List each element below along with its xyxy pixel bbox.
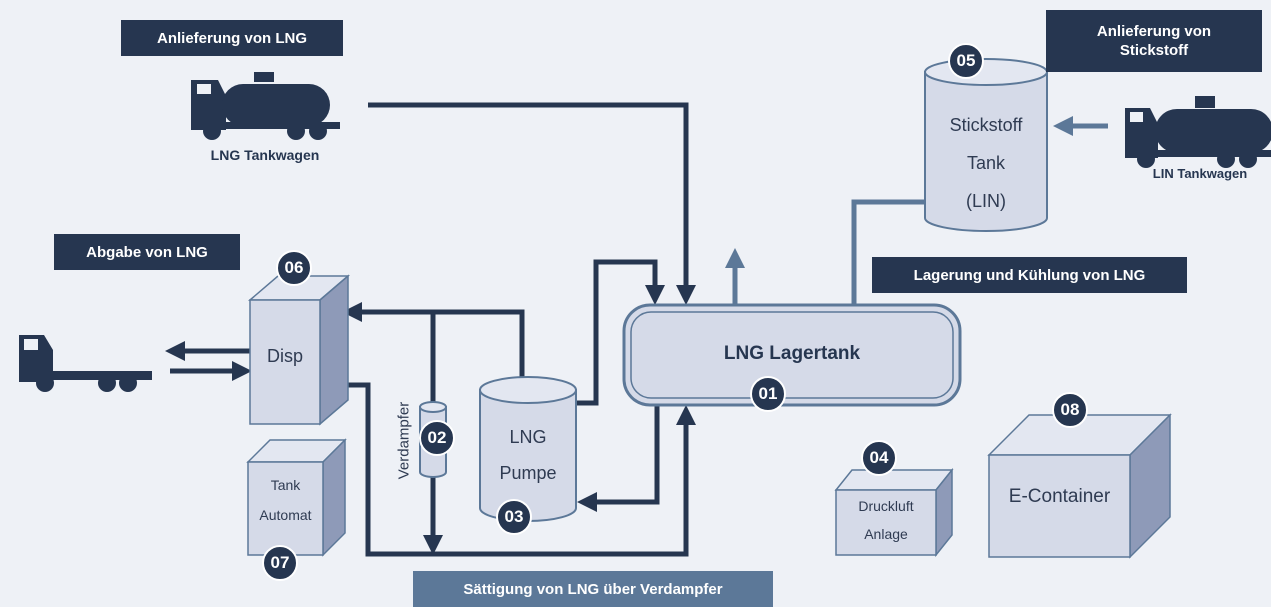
badge-02: 02 bbox=[419, 420, 455, 456]
tank-automat-text: Tank Automat bbox=[248, 470, 323, 530]
nitrogen-tank-line1: Stickstoff bbox=[949, 115, 1023, 135]
dispenser-label: Disp bbox=[266, 346, 303, 366]
e-container-box bbox=[987, 413, 1172, 559]
lng-storage-tank bbox=[622, 303, 962, 407]
lng-pump bbox=[479, 376, 577, 522]
pump-text: LNG Pumpe bbox=[480, 419, 576, 491]
flow-lng-truck-to-tank bbox=[368, 102, 696, 305]
lng-truck-caption: LNG Tankwagen bbox=[210, 147, 320, 163]
nitrogen-tank-text: Stickstoff Tank (LIN) bbox=[925, 106, 1047, 220]
compressed-air-line1: Druckluft bbox=[858, 498, 914, 514]
pump-line2: Pumpe bbox=[499, 463, 557, 483]
flow-pump-to-dispenser bbox=[342, 302, 525, 378]
vaporizer-label: Verdampfer bbox=[395, 401, 413, 480]
nitrogen-tank bbox=[924, 58, 1048, 232]
delivery-lng-banner: Anlieferung von LNG bbox=[121, 20, 343, 56]
dispense-lng-banner: Abgabe von LNG bbox=[54, 234, 240, 270]
e-container-label: E-Container bbox=[1008, 486, 1111, 507]
lin-tanker-truck-icon bbox=[1125, 96, 1271, 168]
badge-06: 06 bbox=[276, 250, 312, 286]
tank-automat-line1: Tank bbox=[270, 477, 301, 493]
badge-08: 08 bbox=[1052, 392, 1088, 428]
badge-01: 01 bbox=[750, 376, 786, 412]
lin-truck-caption: LIN Tankwagen bbox=[1152, 166, 1248, 181]
flow-tank-to-pump bbox=[577, 398, 660, 512]
flatbed-truck-icon bbox=[19, 335, 152, 392]
badge-05: 05 bbox=[948, 43, 984, 79]
compressed-air-text: Druckluft Anlage bbox=[836, 492, 936, 548]
tank-automat-line2: Automat bbox=[259, 507, 312, 523]
badge-03: 03 bbox=[496, 499, 532, 535]
storage-tank-label: LNG Lagertank bbox=[723, 343, 861, 364]
badge-07: 07 bbox=[262, 545, 298, 581]
nitrogen-tank-line3: (LIN) bbox=[966, 191, 1006, 211]
delivery-nitrogen-banner: Anlieferung von Stickstoff bbox=[1046, 10, 1262, 72]
nitrogen-tank-line2: Tank bbox=[966, 153, 1006, 173]
badge-04: 04 bbox=[861, 440, 897, 476]
flow-pump-to-tank bbox=[575, 259, 665, 406]
tank-automat-box bbox=[246, 438, 347, 557]
pump-line1: LNG bbox=[509, 427, 547, 447]
storage-cooling-banner: Lagerung und Kühlung von LNG bbox=[872, 257, 1187, 293]
compressed-air-line2: Anlage bbox=[864, 526, 908, 542]
compressed-air-box bbox=[834, 467, 954, 558]
dispenser-box bbox=[247, 274, 351, 426]
flow-dispenser-to-tank bbox=[338, 382, 696, 557]
lng-tanker-truck-icon bbox=[191, 72, 340, 140]
saturation-banner: Sättigung von LNG über Verdampfer bbox=[413, 571, 773, 607]
